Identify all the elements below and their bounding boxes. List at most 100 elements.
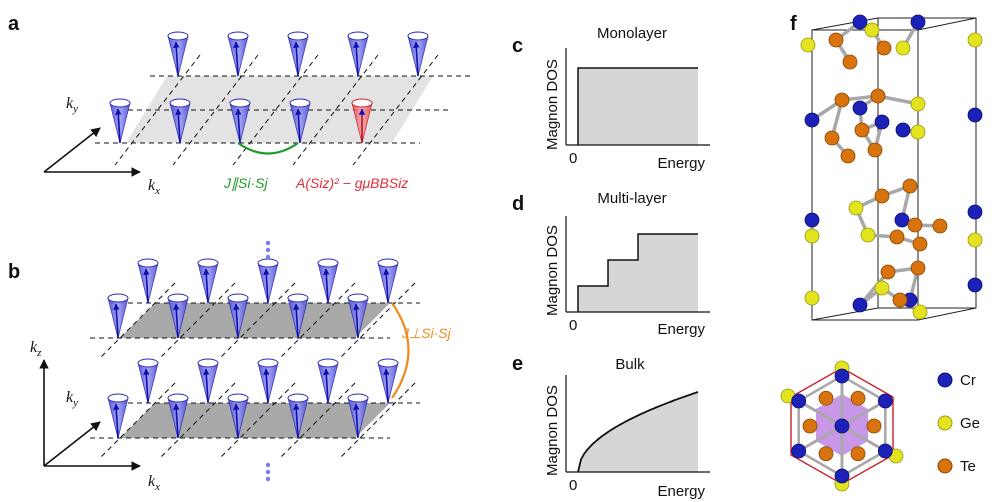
atom-te	[802, 418, 818, 434]
atom-cr	[804, 212, 820, 228]
spin-cone	[167, 393, 189, 439]
atom-te	[818, 446, 834, 462]
atom-cr	[967, 204, 983, 220]
atom-cr	[895, 122, 911, 138]
top-view-atoms	[780, 360, 904, 492]
exchange-arc	[237, 142, 299, 155]
atom-te	[850, 446, 866, 462]
spin-cone	[229, 98, 251, 144]
atom-cr	[804, 112, 820, 128]
atom-cr	[834, 418, 850, 434]
upper-plane	[120, 303, 390, 338]
legend-label-cr: Cr	[960, 372, 976, 389]
atom-ge	[804, 228, 820, 244]
x-axis-label: Energy	[657, 155, 705, 172]
bond	[797, 399, 843, 428]
chart-title: Bulk	[615, 356, 645, 373]
atom-ge	[848, 200, 864, 216]
bond	[798, 374, 843, 403]
atom-te	[912, 236, 928, 252]
bond	[798, 449, 843, 478]
atom-cr	[967, 277, 983, 293]
kx-label-b: kx	[148, 473, 160, 493]
atom-ge	[800, 37, 816, 53]
panel-label-e: e	[512, 353, 523, 375]
atom-ge	[860, 227, 876, 243]
atom-cr	[910, 14, 926, 30]
kx-label: kx	[148, 177, 160, 197]
panel-f-crystal-structure: Cr Ge Te	[780, 14, 983, 492]
dos-line	[577, 233, 698, 312]
atom-te	[880, 264, 896, 280]
dos-area	[578, 392, 698, 472]
ky-label-b: ky	[66, 389, 78, 409]
spin-cones-b	[107, 258, 399, 439]
interlayer-arc	[391, 302, 410, 399]
spin-cone	[227, 393, 249, 439]
spin-cone	[137, 258, 159, 304]
panel-label-b: b	[8, 261, 20, 283]
panel-label-d: d	[512, 193, 524, 215]
panel-label-a: a	[8, 13, 20, 35]
atom-ge	[912, 304, 928, 320]
atom-te	[824, 130, 840, 146]
atom-te	[866, 418, 882, 434]
atom-ge	[910, 124, 926, 140]
atom-cr	[834, 468, 850, 484]
panel-c: Monolayer 0 Energy Magnon DOS	[544, 25, 710, 172]
spin-cone	[107, 293, 129, 339]
atom-ge	[804, 290, 820, 306]
spin-cone	[317, 258, 339, 304]
spin-cone	[317, 358, 339, 404]
spin-cone	[167, 31, 189, 77]
panel-label-f: f	[790, 13, 797, 35]
spin-cone	[109, 98, 131, 144]
spin-cone	[377, 358, 399, 404]
spin-cone	[197, 258, 219, 304]
panel-label-c: c	[512, 35, 523, 57]
atom-cr	[852, 100, 868, 116]
atom-cr	[874, 114, 890, 130]
atom-te	[828, 32, 844, 48]
atom-te	[834, 92, 850, 108]
spin-cone	[347, 293, 369, 339]
y-axis-label: Magnon DOS	[544, 225, 561, 316]
bond	[841, 399, 887, 428]
atom-te	[867, 142, 883, 158]
spin-cone	[257, 358, 279, 404]
spin-cone	[169, 98, 191, 144]
atom-cr	[877, 443, 893, 459]
atom-te	[932, 218, 948, 234]
dos-line	[577, 67, 698, 145]
origin-label: 0	[569, 150, 577, 167]
spin-cone	[377, 258, 399, 304]
legend-label-te: Te	[960, 458, 976, 475]
atom-cr	[791, 393, 807, 409]
legend: Cr Ge Te	[937, 372, 980, 475]
ky-axis	[43, 127, 101, 173]
atom-te	[902, 178, 918, 194]
spin-cone	[137, 358, 159, 404]
lattice-lines-b	[90, 282, 420, 459]
ky-axis-b	[43, 421, 101, 467]
bond	[841, 424, 887, 453]
spin-cone	[197, 358, 219, 404]
atom-te	[910, 260, 926, 276]
ky-label: ky	[66, 95, 78, 115]
atom-te	[876, 40, 892, 56]
dos-line	[577, 391, 699, 473]
atom-te	[889, 229, 905, 245]
panel-d: Multi-layer 0 Energy Magnon DOS	[544, 190, 710, 338]
atom-cr	[834, 368, 850, 384]
atom-te	[892, 292, 908, 308]
spin-cone	[407, 31, 429, 77]
spin-cone	[227, 31, 249, 77]
atom-ge	[967, 232, 983, 248]
atom-te	[870, 88, 886, 104]
atom-te	[842, 54, 858, 70]
ge-swatch	[937, 415, 953, 431]
origin-label: 0	[569, 317, 577, 334]
atom-cr	[791, 443, 807, 459]
spin-cone	[347, 393, 369, 439]
